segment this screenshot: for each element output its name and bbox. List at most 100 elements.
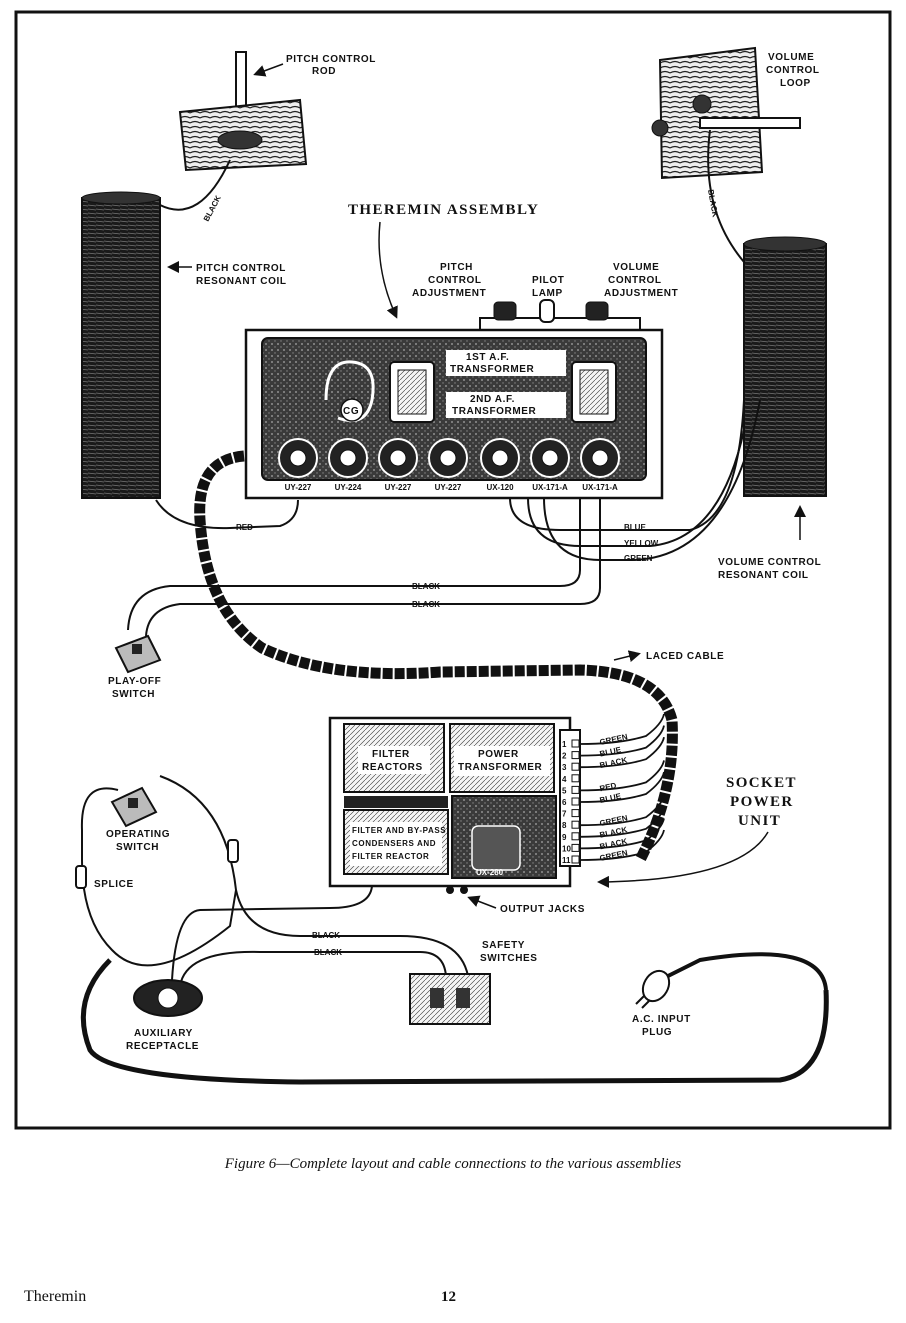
terminal-number: 8 xyxy=(562,821,567,830)
cg-label: CG xyxy=(343,406,359,417)
terminal-screw xyxy=(571,855,580,864)
terminal-wire xyxy=(579,713,665,745)
socket-power-label-3: UNIT xyxy=(738,813,781,829)
pitch-rod-label-2: ROD xyxy=(312,66,336,77)
transformer1-label-2: TRANSFORMER xyxy=(450,364,535,375)
tube-socket-center xyxy=(541,449,559,467)
tube-label: UY-227 xyxy=(385,483,412,492)
volume-loop-label-1: VOLUME xyxy=(768,52,814,63)
tube-label: UY-227 xyxy=(435,483,462,492)
safety-switches xyxy=(409,973,491,1025)
terminal-number: 9 xyxy=(562,833,567,842)
pilot-lamp-label-2: LAMP xyxy=(532,288,563,299)
operating-switch xyxy=(110,786,158,828)
tube-label: UY-224 xyxy=(335,483,362,492)
safety-switches-label-2: SWITCHES xyxy=(480,953,538,964)
blue-wire-label: BLUE xyxy=(624,523,646,532)
pitch-resonant-coil xyxy=(81,191,161,499)
green-wire-label: GREEN xyxy=(624,554,653,563)
volume-coil-label-1: VOLUME CONTROL xyxy=(718,557,821,568)
volume-loop-label-2: CONTROL xyxy=(766,65,820,76)
aux-receptacle-label-2: RECEPTACLE xyxy=(126,1041,199,1052)
terminal-wire xyxy=(579,736,665,769)
power-transformer-label-1: POWER xyxy=(478,749,519,760)
theremin-assembly-title: THEREMIN ASSEMBLY xyxy=(348,202,539,218)
yellow-wire-label: YELLOW xyxy=(624,539,659,548)
terminal-number: 6 xyxy=(562,798,567,807)
terminal-wire xyxy=(579,760,665,792)
operating-switch-label-2: SWITCH xyxy=(116,842,159,853)
socket-power-label-1: SOCKET xyxy=(726,775,797,791)
terminal-screw xyxy=(571,762,580,771)
terminal-wire-label: BLUE xyxy=(599,791,623,804)
tube-label: UX-171-A xyxy=(532,483,568,492)
playoff-label-1: PLAY-OFF xyxy=(108,676,161,687)
black-wire-label-2: BLACK xyxy=(412,600,440,609)
splice-label: SPLICE xyxy=(94,879,134,890)
terminal-screw xyxy=(571,832,580,841)
figure-caption: Figure 6—Complete layout and cable conne… xyxy=(224,1156,682,1172)
terminal-screw xyxy=(571,820,580,829)
laced-cable xyxy=(194,450,678,863)
volume-loop-label-3: LOOP xyxy=(780,78,811,89)
pitch-coil-label-1: PITCH CONTROL xyxy=(196,263,286,274)
power-transformer-label-2: TRANSFORMER xyxy=(458,762,543,773)
volume-resonant-coil xyxy=(743,236,827,497)
terminal-wire xyxy=(579,806,665,838)
terminal-wire xyxy=(579,771,665,803)
layout-diagram: PITCH CONTROL ROD VOLUME CONTROL LOOP BL… xyxy=(14,10,892,1130)
tube-label: UY-227 xyxy=(285,483,312,492)
volume-loop-wire-label: BLACK xyxy=(706,189,720,218)
tube-socket-center xyxy=(591,449,609,467)
terminal-wire xyxy=(579,794,665,827)
terminal-number: 10 xyxy=(562,844,571,853)
terminal-wire-label: RED xyxy=(599,781,618,793)
terminal-number: 5 xyxy=(562,786,567,795)
terminal-number: 1 xyxy=(562,740,567,749)
volume-adj-label-3: ADJUSTMENT xyxy=(604,288,678,299)
pitch-adj-label-1: PITCH xyxy=(440,262,473,273)
terminal-screw xyxy=(571,774,580,783)
black-wire-label-3: BLACK xyxy=(312,931,340,940)
terminal-number: 7 xyxy=(562,810,567,819)
socket-power-unit xyxy=(328,716,572,888)
operating-switch-label-1: OPERATING xyxy=(106,829,170,840)
terminal-wire xyxy=(579,725,665,757)
playoff-label-2: SWITCH xyxy=(112,689,155,700)
black-wire-label-1: BLACK xyxy=(412,582,440,591)
terminal-wire-label: GREEN xyxy=(599,732,629,747)
page-number: 12 xyxy=(441,1289,456,1305)
transformer2-label-2: TRANSFORMER xyxy=(452,406,537,417)
ac-plug-label-2: PLUG xyxy=(642,1027,672,1038)
terminal-wire xyxy=(579,818,665,850)
pitch-adj-label-3: ADJUSTMENT xyxy=(412,288,486,299)
filter-reactors-label-1: FILTER xyxy=(372,749,410,760)
footer-title: Theremin xyxy=(24,1288,87,1305)
volume-adj-label-1: VOLUME xyxy=(613,262,659,273)
terminal-number: 11 xyxy=(562,856,571,865)
terminal-wire xyxy=(579,829,665,861)
pitch-rod-label-1: PITCH CONTROL xyxy=(286,54,376,65)
tube-label: UX-120 xyxy=(486,483,514,492)
ac-plug-label-1: A.C. INPUT xyxy=(632,1014,691,1025)
terminal-screw xyxy=(571,739,580,748)
aux-receptacle-label-1: AUXILIARY xyxy=(134,1028,193,1039)
play-off-switch xyxy=(114,634,162,674)
tube-socket-center xyxy=(491,449,509,467)
red-wire-label: RED xyxy=(236,523,253,532)
terminal-screw xyxy=(571,843,580,852)
pitch-control-rod xyxy=(178,51,308,172)
black-wire-label-4: BLACK xyxy=(314,948,342,957)
pitch-coil-label-2: RESONANT COIL xyxy=(196,276,287,287)
transformer1-label-1: 1ST A.F. xyxy=(466,352,509,363)
terminal-screw xyxy=(571,809,580,818)
tube-label: UX-171-A xyxy=(582,483,618,492)
volume-control-loop xyxy=(651,46,801,180)
socket-power-label-2: POWER xyxy=(730,794,794,810)
filter-condensers-label-3: FILTER REACTOR xyxy=(352,852,429,861)
filter-condensers-label-2: CONDENSERS AND xyxy=(352,839,436,848)
transformer2-label-1: 2ND A.F. xyxy=(470,394,515,405)
terminal-number: 2 xyxy=(562,752,567,761)
safety-switches-label-1: SAFETY xyxy=(482,940,525,951)
